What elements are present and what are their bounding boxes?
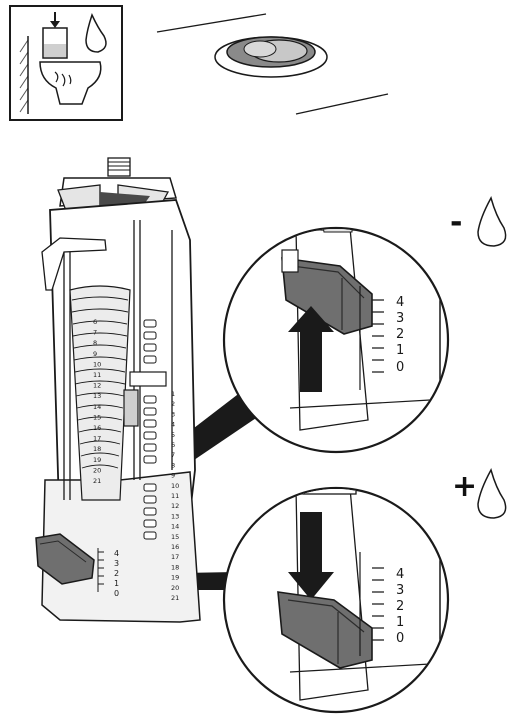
scale-bottom-2: 2 xyxy=(396,599,404,614)
water-drop-icon xyxy=(477,196,507,247)
body-scale-number-7: 7 xyxy=(171,451,175,459)
body-scale-number-11: 11 xyxy=(171,492,179,500)
tube-scale-number-11: 11 xyxy=(93,371,101,379)
body-scale-number-3: 3 xyxy=(171,410,175,418)
body-scale-number-1: 1 xyxy=(171,390,175,398)
tube-scale-number-15: 15 xyxy=(93,413,101,421)
scale-top-2: 2 xyxy=(396,327,404,342)
tube-scale: 6 7 8 9 10 11 12 13 14 15 16 17 18 19 20 21 xyxy=(93,318,101,485)
scale-small-0: 0 xyxy=(114,589,119,598)
body-scale-number-5: 5 xyxy=(171,431,175,439)
tube-scale-number-17: 17 xyxy=(93,435,101,443)
body-scale-number-4: 4 xyxy=(171,421,175,429)
tube-scale-number-19: 19 xyxy=(93,456,101,464)
body-scale-number-17: 17 xyxy=(171,553,179,561)
body-scale-number-2: 2 xyxy=(171,400,175,408)
tube-scale-number-20: 20 xyxy=(93,466,101,474)
body-scale-number-6: 6 xyxy=(171,441,175,449)
zoom-increase: 4 3 2 1 0 xyxy=(222,486,450,714)
scale-top-0: 0 xyxy=(396,360,404,375)
scale-bottom-3: 3 xyxy=(396,583,404,598)
scale-top-1: 1 xyxy=(396,343,404,358)
body-scale-number-14: 14 xyxy=(171,523,179,531)
flush-button-icon xyxy=(156,13,389,115)
body-scale-number-13: 13 xyxy=(171,512,179,520)
zoom-decrease: 4 3 2 1 0 xyxy=(222,226,450,454)
body-scale-number-20: 20 xyxy=(171,584,179,592)
scale-small-2: 2 xyxy=(114,569,119,578)
tube-scale-number-21: 21 xyxy=(93,477,101,485)
arrow-down-icon xyxy=(288,512,334,600)
body-scale-number-8: 8 xyxy=(171,461,175,469)
scale-bottom-4: 4 xyxy=(396,567,404,582)
body-scale-number-21: 21 xyxy=(171,594,179,602)
tube-scale-number-10: 10 xyxy=(93,360,101,368)
scale-top-4: 4 xyxy=(396,295,404,310)
tube-scale-number-13: 13 xyxy=(93,392,101,400)
scale-small-1: 1 xyxy=(114,579,119,588)
tube-scale-number-8: 8 xyxy=(93,339,97,347)
scale-small-4: 4 xyxy=(114,549,119,558)
scale-top-3: 3 xyxy=(396,311,404,326)
scale-bottom-0: 0 xyxy=(396,631,404,646)
tube-scale-number-12: 12 xyxy=(93,382,101,390)
decrease-symbol: - xyxy=(450,205,462,240)
tube-scale-number-9: 9 xyxy=(93,350,97,358)
body-scale-number-9: 9 xyxy=(171,472,175,480)
body-scale-number-12: 12 xyxy=(171,502,179,510)
increase-symbol: + xyxy=(452,469,477,504)
body-scale-number-16: 16 xyxy=(171,543,179,551)
arrow-up-icon xyxy=(288,306,334,392)
body-scale-number-19: 19 xyxy=(171,574,179,582)
tube-scale-number-16: 16 xyxy=(93,424,101,432)
body-scale-number-10: 10 xyxy=(171,482,179,490)
tube-scale-number-14: 14 xyxy=(93,403,101,411)
body-scale-number-18: 18 xyxy=(171,563,179,571)
scale-small-3: 3 xyxy=(114,559,119,568)
water-drop-icon xyxy=(477,468,507,519)
tube-scale-number-18: 18 xyxy=(93,445,101,453)
tube-scale-number-6: 6 xyxy=(93,318,97,326)
toilet-flush-icon xyxy=(9,5,123,121)
tube-scale-number-7: 7 xyxy=(93,329,97,337)
body-scale-number-15: 15 xyxy=(171,533,179,541)
scale-bottom-1: 1 xyxy=(396,615,404,630)
